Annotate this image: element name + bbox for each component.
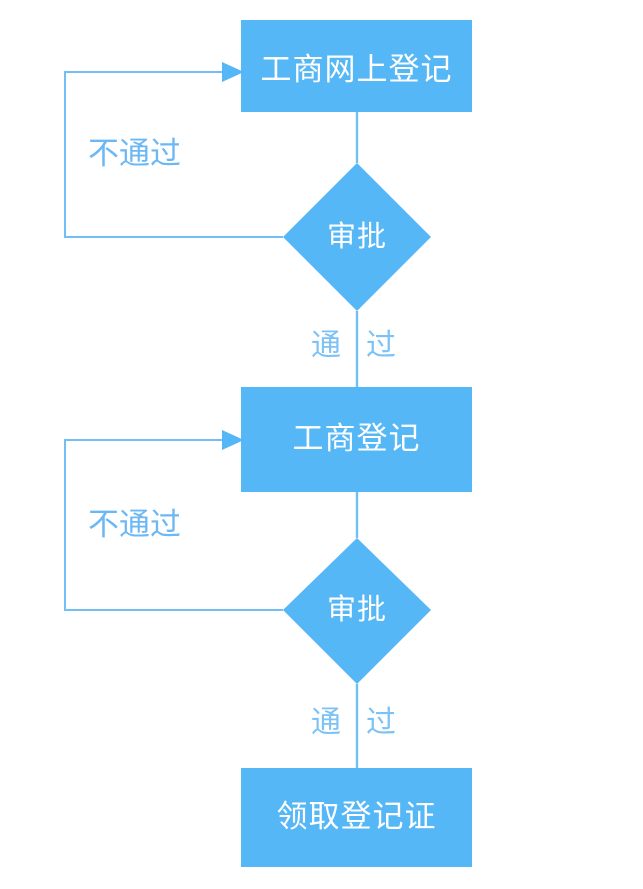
node-shape-diamond-2[interactable] [283,538,431,684]
arrowhead-into-n1 [222,62,244,82]
edge-label-tongguo-1-right: 过 [366,328,396,363]
node-shape-rectangle-3[interactable] [241,768,472,867]
connector-d1-reject-to-n1 [64,71,283,238]
connector-d2-reject-to-n2 [64,439,283,611]
arrowhead-into-n2 [222,430,244,450]
node-label-shenpi-2: 审批 [326,592,387,626]
edge-label-tongguo-1-left: 通 [311,328,341,363]
node-label-lingqu-dengjizheng: 领取登记证 [276,799,437,835]
node-shape-rectangle-2[interactable] [241,387,472,492]
node-shape-diamond-1[interactable] [283,163,431,311]
edge-label-tongguo-2-right: 过 [366,705,396,740]
edge-label-butongguo-2: 不通过 [88,507,181,543]
node-label-gongshang-wangshang-dengji: 工商网上登记 [260,52,453,88]
edge-label-tongguo-2-left: 通 [311,705,341,740]
node-label-gongshang-dengji: 工商登记 [292,421,421,457]
node-label-shenpi-1: 审批 [326,219,387,253]
edge-label-butongguo-1: 不通过 [88,136,181,172]
node-shape-rectangle-1[interactable] [241,20,472,112]
